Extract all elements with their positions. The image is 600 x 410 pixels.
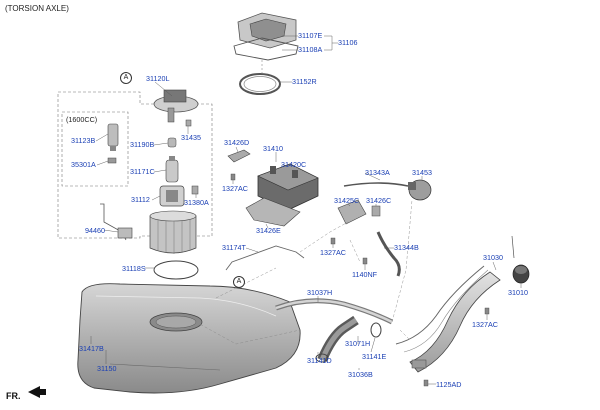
part-label-31030[interactable]: 31030	[483, 253, 503, 262]
part-label-31344b[interactable]: 31344B	[394, 243, 419, 252]
gasket-31108a	[233, 37, 299, 61]
part-label-31106[interactable]: 31106	[338, 38, 358, 47]
clamp-31141d	[315, 353, 329, 363]
clamp-31141e	[370, 322, 382, 338]
leader-lines	[90, 35, 522, 385]
ref-marker-a-top: A	[120, 72, 132, 84]
fuel-cap-31010	[512, 264, 530, 284]
part-label-31123b[interactable]: 31123B	[71, 136, 96, 145]
part-label-35301a[interactable]: 35301A	[71, 160, 96, 169]
pump-motor-31171c	[165, 156, 179, 183]
diagram-title: (TORSION AXLE)	[5, 4, 69, 13]
fuel-line-31174t	[225, 245, 305, 271]
bolt-1327ac-a	[230, 173, 236, 181]
part-label-31036b[interactable]: 31036B	[348, 370, 373, 379]
fr-arrow-icon	[28, 386, 46, 398]
part-label-31118s[interactable]: 31118S	[122, 264, 146, 273]
part-label-31174t[interactable]: 31174T	[222, 243, 246, 252]
part-label-31107e[interactable]: 31107E	[298, 31, 323, 40]
bolt-1327ac-c	[484, 307, 490, 315]
bracket-31426d	[227, 149, 251, 163]
bolt-1140nf	[362, 257, 368, 265]
part-label-31425c[interactable]: 31425C	[334, 196, 360, 205]
part-label-31426c[interactable]: 31426C	[366, 196, 392, 205]
part-label-31426e[interactable]: 31426E	[256, 226, 281, 235]
valve-31453	[408, 179, 432, 201]
part-label-31141d[interactable]: 31141D	[307, 356, 332, 365]
regulator-31380a	[191, 185, 199, 195]
part-label-31108a[interactable]: 31108A	[298, 45, 323, 54]
part-label-31152r[interactable]: 31152R	[292, 77, 317, 86]
part-label-31343a[interactable]: 31343A	[365, 168, 390, 177]
part-label-31112[interactable]: 31112	[131, 195, 150, 204]
part-label-1125ad[interactable]: 1125AD	[436, 380, 462, 389]
variant-label: (1600CC)	[66, 115, 98, 124]
part-label-1327ac-c[interactable]: 1327AC	[472, 320, 498, 329]
part-label-31410[interactable]: 31410	[263, 144, 283, 153]
fuel-tank-31150	[77, 283, 301, 394]
filler-neck-31030	[395, 265, 501, 373]
part-label-1140nf[interactable]: 1140NF	[352, 270, 378, 279]
pump-flange-31120l	[153, 89, 199, 123]
cap-31190b	[167, 137, 177, 148]
part-label-31420c[interactable]: 31420C	[281, 160, 307, 169]
front-direction-label: FR.	[6, 391, 21, 401]
part-label-31071h[interactable]: 31071H	[345, 339, 371, 348]
bracket-31426e	[245, 197, 301, 227]
part-label-31010[interactable]: 31010	[508, 288, 528, 297]
level-sender-94460	[100, 203, 133, 241]
part-label-31120l[interactable]: 31120L	[146, 74, 170, 83]
ring-31152r	[239, 73, 281, 95]
part-label-1327ac-b[interactable]: 1327AC	[320, 248, 346, 257]
part-label-1327ac-a[interactable]: 1327AC	[222, 184, 248, 193]
part-label-31171c[interactable]: 31171C	[130, 167, 155, 176]
part-label-31037h[interactable]: 31037H	[307, 288, 333, 297]
part-label-31426d[interactable]: 31426D	[224, 138, 250, 147]
part-label-31150[interactable]: 31150	[97, 364, 117, 373]
bolt-1327ac-b	[330, 237, 336, 245]
part-label-31380a[interactable]: 31380A	[184, 198, 209, 207]
part-label-31141e[interactable]: 31141E	[362, 352, 387, 361]
variant-1600cc-box	[61, 111, 129, 187]
assembly-dashed-lines	[195, 199, 413, 345]
strainer-canister	[149, 210, 197, 254]
hose-31344b	[376, 231, 401, 277]
part-label-94460[interactable]: 94460	[85, 226, 105, 235]
ref-marker-a-bottom: A	[233, 276, 245, 288]
sensor-31123b	[107, 123, 119, 151]
bracket-31425c	[337, 199, 367, 225]
canister-31420c	[257, 163, 319, 211]
part-label-31435[interactable]: 31435	[181, 133, 201, 142]
clip-31426c	[371, 205, 381, 217]
cover-plate-31107e	[237, 12, 297, 49]
cap-35301a	[107, 157, 117, 164]
part-label-31190b[interactable]: 31190B	[130, 140, 155, 149]
hose-31343a	[343, 182, 409, 187]
bolt-1125ad	[423, 379, 429, 387]
part-label-31417b[interactable]: 31417B	[79, 344, 104, 353]
filter-body-31112	[159, 185, 185, 207]
pump-group-outline	[57, 91, 213, 239]
clip-31435	[185, 119, 192, 127]
seal-ring-31118s	[153, 260, 199, 280]
part-label-31453[interactable]: 31453	[412, 168, 432, 177]
